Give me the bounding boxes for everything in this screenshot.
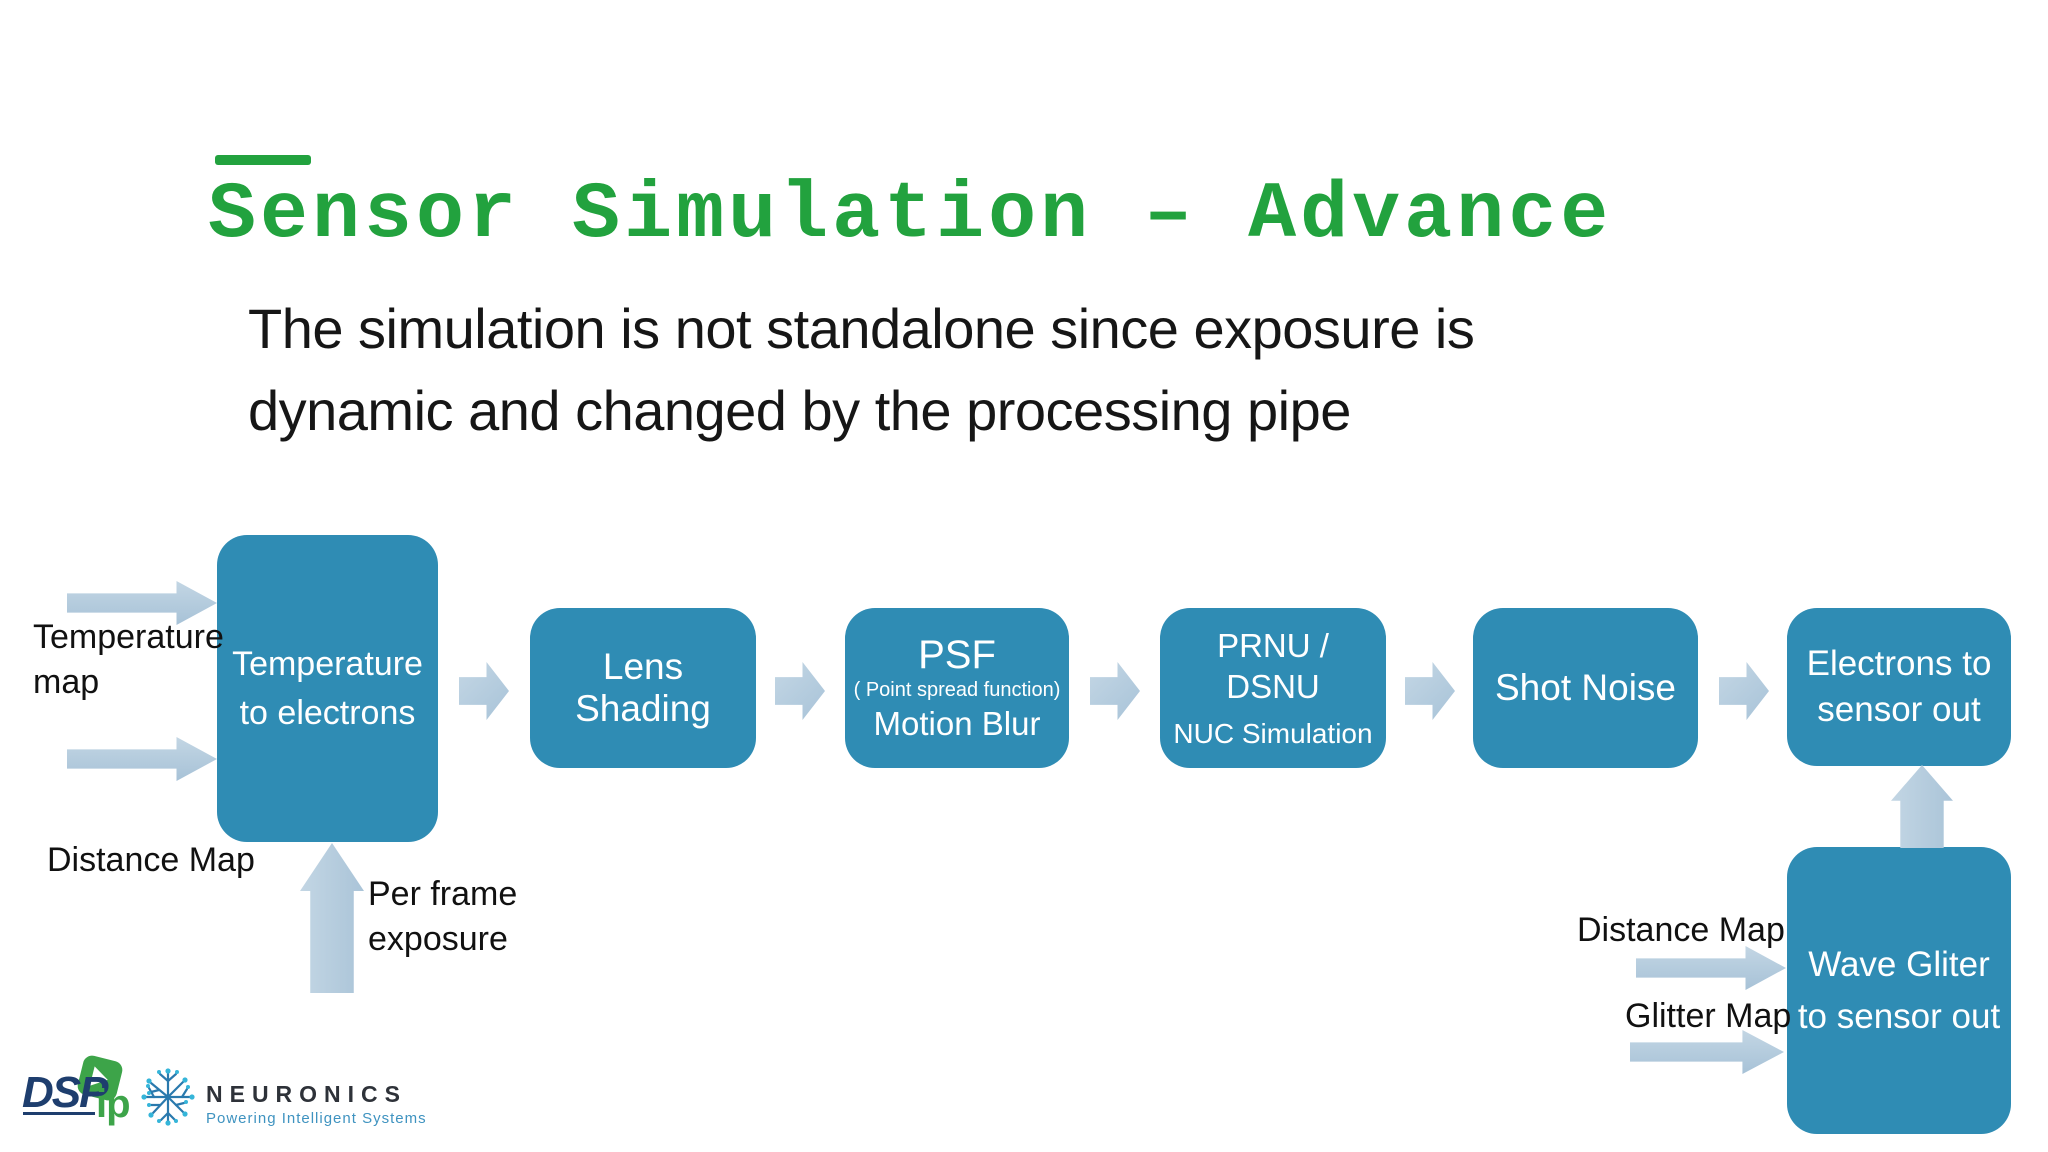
shot-noise-label: Shot Noise xyxy=(1495,667,1676,708)
page-title: Sensor Simulation – Advance xyxy=(208,170,1613,261)
lens-shading-label: Lens Shading xyxy=(575,646,711,729)
dspip-logo: DSP ip xyxy=(20,1053,140,1136)
per-frame-exposure-arrow-icon xyxy=(300,843,364,993)
psf-title: PSF xyxy=(918,632,996,677)
dspip-logo-suffix: ip xyxy=(96,1082,131,1126)
distance-map-arrow-icon xyxy=(67,737,217,781)
wave-to-electrons-arrow-icon xyxy=(1891,765,1953,848)
distance-map-left-label: Distance Map xyxy=(47,841,255,879)
neuronics-logo: NEURONICS Powering Intelligent Systems xyxy=(138,1060,427,1136)
electrons-to-sensor-out-box: Electrons to sensor out xyxy=(1787,608,2011,766)
dspip-underline xyxy=(23,1112,95,1115)
psf-subtitle: ( Point spread function) xyxy=(853,678,1061,701)
neuronics-tagline: Powering Intelligent Systems xyxy=(206,1110,427,1127)
subtitle: The simulation is not standalone since e… xyxy=(248,288,1475,452)
dspip-logo-text: DSP xyxy=(22,1068,108,1117)
prnu-dsnu-box: PRNU / DSNU NUC Simulation xyxy=(1160,608,1386,768)
flow-arrow-icon xyxy=(1405,662,1455,720)
glitter-map-label: Glitter Map xyxy=(1625,997,1792,1035)
flow-arrow-icon xyxy=(459,662,509,720)
wave-gliter-label: Wave Gliter to sensor out xyxy=(1797,944,2001,1036)
subtitle-line-2: dynamic and changed by the processing pi… xyxy=(248,379,1351,442)
flow-arrow-icon xyxy=(1719,662,1769,720)
title-accent-dash xyxy=(215,155,311,165)
temperature-to-electrons-label: Temperature to electrons xyxy=(232,644,423,732)
lens-shading-box: Lens Shading xyxy=(530,608,756,768)
electrons-to-sensor-out-label: Electrons to sensor out xyxy=(1806,644,1992,729)
prnu-line-2: DSNU xyxy=(1226,668,1320,705)
flow-arrow-icon xyxy=(1090,662,1140,720)
prnu-line-1: PRNU / xyxy=(1217,627,1329,664)
flow-arrow-icon xyxy=(775,662,825,720)
wave-gliter-to-sensor-out-box: Wave Gliter to sensor out xyxy=(1787,847,2011,1134)
temperature-to-electrons-box: Temperature to electrons xyxy=(217,535,438,842)
subtitle-line-1: The simulation is not standalone since e… xyxy=(248,297,1475,360)
shot-noise-box: Shot Noise xyxy=(1473,608,1698,768)
psf-motion-blur-box: PSF ( Point spread function) Motion Blur xyxy=(845,608,1069,768)
distance-map-right-label: Distance Map xyxy=(1577,911,1785,949)
motion-blur-label: Motion Blur xyxy=(873,704,1041,742)
per-frame-exposure-label: Per frame exposure xyxy=(368,875,518,958)
nuc-simulation-label: NUC Simulation xyxy=(1173,718,1373,749)
neuronics-snowflake-icon xyxy=(141,1068,195,1126)
neuronics-logo-text: NEURONICS xyxy=(206,1081,408,1107)
temperature-map-label: Temperature map xyxy=(33,618,224,701)
